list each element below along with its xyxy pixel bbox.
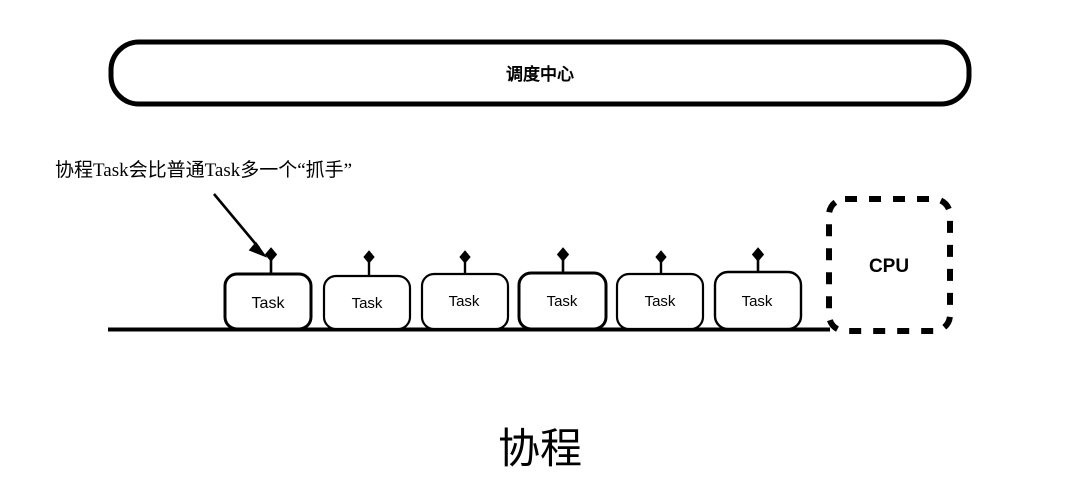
annotation-arrow <box>213 193 268 258</box>
task-handle-diamond-icon <box>459 250 471 264</box>
task-item[interactable]: Task <box>517 247 608 331</box>
task-handle-diamond-icon <box>264 247 278 262</box>
task-label: Task <box>252 295 286 312</box>
task-box-shape <box>223 272 313 331</box>
task-handle-diamond-icon <box>556 247 570 262</box>
task-box-shape <box>420 272 510 331</box>
task-label: Task <box>645 293 676 310</box>
cpu-label: CPU <box>869 256 909 277</box>
task-item[interactable]: Task <box>615 250 705 331</box>
cpu-box[interactable]: CPU <box>826 196 953 334</box>
task-handle-diamond-icon <box>751 247 765 262</box>
task-handle-diamond-icon <box>655 250 667 264</box>
task-box-shape <box>517 271 608 331</box>
task-label: Task <box>547 293 578 310</box>
task-label: Task <box>742 293 773 310</box>
scheduler-label: 调度中心 <box>506 64 574 84</box>
task-box-shape <box>713 270 803 331</box>
diagram-title: 协程 <box>498 427 582 473</box>
annotation-arrow-head <box>248 241 268 258</box>
task-label: Task <box>449 293 480 310</box>
annotation-arrow-line <box>213 193 260 249</box>
task-label: Task <box>352 295 383 312</box>
task-handle-diamond-icon <box>363 250 375 264</box>
scheduler-box-shape <box>108 39 972 107</box>
annotation-label: 协程Task会比普通Task多一个“抓手” <box>55 159 352 181</box>
task-item[interactable]: Task <box>223 247 313 331</box>
task-item[interactable]: Task <box>420 250 510 331</box>
task-box-shape <box>322 274 412 331</box>
cpu-box-shape <box>826 196 953 334</box>
task-item[interactable]: Task <box>322 250 412 331</box>
scheduler-box[interactable]: 调度中心 <box>108 39 972 107</box>
task-item[interactable]: Task <box>713 247 803 331</box>
task-box-shape <box>615 272 705 331</box>
